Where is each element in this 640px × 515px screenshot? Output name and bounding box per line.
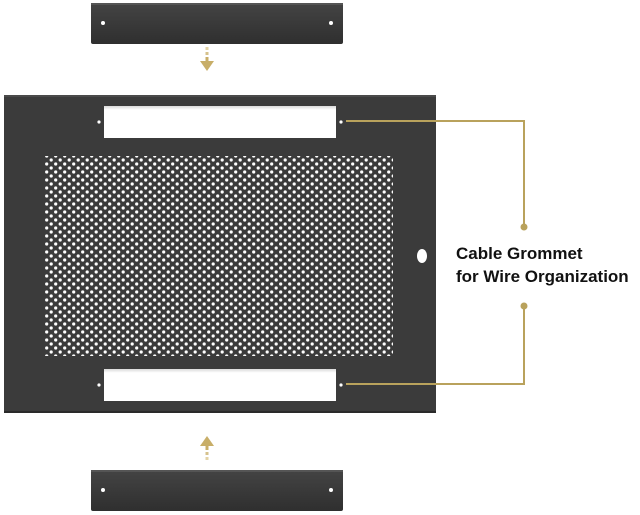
leader-dot-top bbox=[520, 223, 528, 231]
arrow-up-icon bbox=[200, 436, 214, 460]
bottom-grommet-plate bbox=[91, 470, 343, 511]
arrow-down-icon bbox=[200, 47, 214, 71]
callout-line-2: for Wire Organization bbox=[456, 267, 629, 286]
leader-dot-bottom bbox=[520, 302, 528, 310]
side-mounting-hole bbox=[417, 249, 427, 263]
callout-line-1: Cable Grommet bbox=[456, 244, 583, 263]
lower-grommet-slot bbox=[97, 369, 343, 401]
callout-leader-lines bbox=[346, 120, 525, 385]
perforated-vent-area bbox=[45, 156, 393, 356]
top-grommet-plate bbox=[91, 3, 343, 44]
upper-grommet-slot bbox=[97, 106, 343, 138]
callout-label: Cable Grommet for Wire Organization bbox=[456, 242, 640, 288]
